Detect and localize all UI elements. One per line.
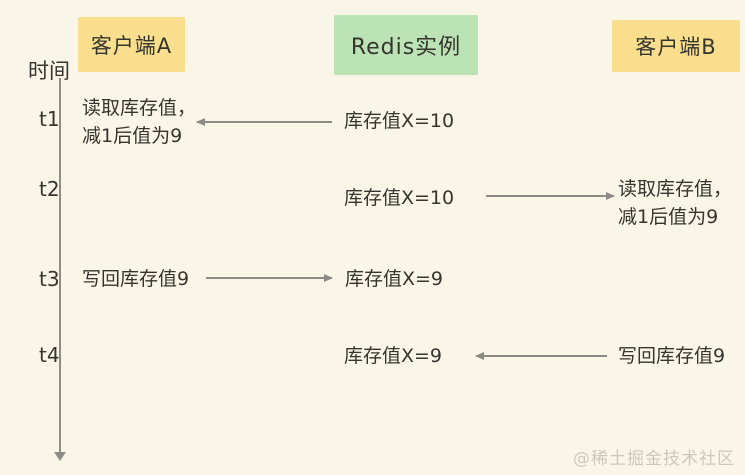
arrow-t4-client-b-to-redis <box>475 352 607 359</box>
time-axis-label: 时间 <box>28 59 70 83</box>
message-t2-client-b: 读取库存值， 减1后值为9 <box>618 175 732 231</box>
arrow-t3-client-a-to-redis <box>206 274 333 281</box>
message-t1-redis: 库存值X=10 <box>344 110 455 132</box>
actor-box-redis: Redis实例 <box>334 15 478 75</box>
time-axis-line <box>59 78 61 454</box>
message-t3-client-a: 写回库存值9 <box>82 268 190 290</box>
message-t4-client-b: 写回库存值9 <box>618 345 726 367</box>
actor-label-client-a: 客户端A <box>90 33 173 58</box>
watermark-text: @稀土掘金技术社区 <box>573 449 735 469</box>
message-t2-redis: 库存值X=10 <box>344 187 455 209</box>
actor-label-client-b: 客户端B <box>635 35 717 59</box>
arrow-t2-redis-to-client-b <box>486 192 615 199</box>
arrow-t1-redis-to-client-a <box>196 118 332 125</box>
message-t2-client-b-line1: 读取库存值， <box>618 178 733 200</box>
time-tick-t2: t2 <box>39 177 60 201</box>
message-t4-redis: 库存值X=9 <box>344 345 443 367</box>
time-tick-t4: t4 <box>39 343 60 367</box>
time-tick-t1: t1 <box>39 107 60 131</box>
message-t1-client-a-line1: 读取库存值， <box>82 97 197 119</box>
message-t2-client-b-line2: 减1后值为9 <box>618 206 719 228</box>
actor-box-client-a: 客户端A <box>78 17 185 72</box>
time-axis-arrowhead-icon <box>54 452 66 461</box>
message-t1-client-a-line2: 减1后值为9 <box>82 125 183 147</box>
message-t3-redis: 库存值X=9 <box>345 268 444 290</box>
message-t1-client-a: 读取库存值， 减1后值为9 <box>82 94 196 150</box>
actor-box-client-b: 客户端B <box>612 20 740 72</box>
actor-label-redis: Redis实例 <box>350 35 462 60</box>
time-tick-t3: t3 <box>39 267 60 291</box>
